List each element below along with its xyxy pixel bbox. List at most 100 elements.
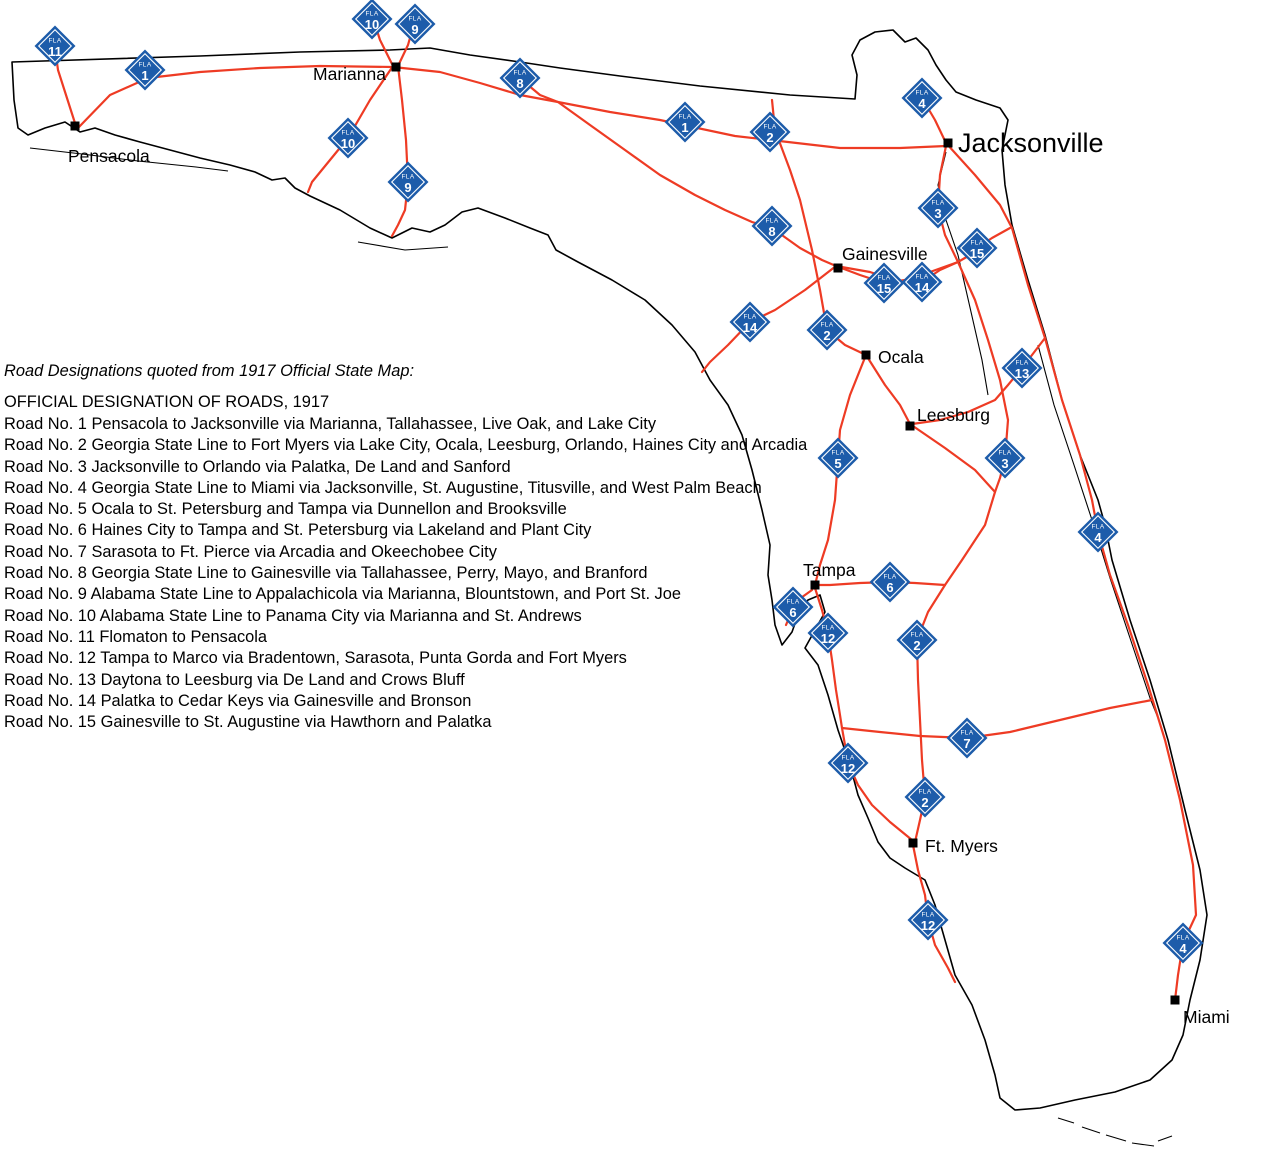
- road-designation-line: Road No. 11 Flomaton to Pensacola: [4, 627, 268, 646]
- city-label-miami: Miami: [1183, 1007, 1230, 1027]
- marker-number: 5: [834, 456, 841, 471]
- city-leesburg: Leesburg: [905, 405, 990, 431]
- marker-fla-label: FLA: [48, 38, 61, 45]
- marker-inner-border: [732, 304, 768, 340]
- marker-inner-border: [959, 230, 995, 266]
- marker-inner-border: [330, 120, 366, 156]
- city-label-ocala: Ocala: [878, 347, 924, 367]
- marker-number: 9: [404, 180, 411, 195]
- city-label-pensacola: Pensacola: [68, 146, 150, 166]
- marker-number: 8: [516, 76, 523, 91]
- marker-fla-label: FLA: [820, 322, 833, 329]
- marker-inner-border: [820, 440, 856, 476]
- road-7-line: [840, 698, 1154, 740]
- city-miami: Miami: [1170, 995, 1230, 1027]
- marker-inner-border: [949, 720, 985, 756]
- marker-fla-label: FLA: [743, 314, 756, 321]
- road-designation-line: Road No. 5 Ocala to St. Petersburg and T…: [4, 500, 567, 519]
- marker-number: 4: [918, 96, 926, 111]
- road-designation-line: Road No. 4 Georgia State Line to Miami v…: [4, 478, 762, 497]
- city-labels-group: PensacolaMariannaJacksonvilleGainesville…: [68, 62, 1230, 1027]
- marker-number: 6: [886, 580, 893, 595]
- marker-fla-label: FLA: [1091, 524, 1104, 531]
- marker-inner-border: [910, 902, 946, 938]
- road-4-line: [920, 96, 1198, 1002]
- road-8-line: [518, 60, 838, 268]
- marker-fla-label: FLA: [765, 218, 778, 225]
- road-designation-line: Road No. 12 Tampa to Marco via Bradentow…: [4, 649, 627, 668]
- road-designation-line: Road No. 6 Haines City to Tampa and St. …: [4, 521, 592, 540]
- marker-fla-label: FLA: [915, 90, 928, 97]
- marker-number: 4: [1179, 941, 1187, 956]
- marker-inner-border: [754, 208, 790, 244]
- marker-number: 14: [915, 280, 930, 295]
- marker-fla-label: FLA: [408, 16, 421, 23]
- marker-fla-label: FLA: [401, 174, 414, 181]
- marker-inner-border: [37, 28, 73, 64]
- marker-inner-border: [809, 312, 845, 348]
- marker-fla-label: FLA: [786, 599, 799, 606]
- marker-number: 10: [365, 17, 379, 32]
- road-designation-line: Road No. 1 Pensacola to Jacksonville via…: [4, 415, 657, 433]
- road-designation-line: Road No. 9 Alabama State Line to Appalac…: [4, 585, 681, 604]
- legend-heading: OFFICIAL DESIGNATION OF ROADS, 1917: [4, 393, 330, 411]
- city-label-leesburg: Leesburg: [917, 405, 990, 425]
- marker-number: 2: [921, 795, 928, 810]
- florida-outline: [11, 29, 1208, 1111]
- legend-road-list: Road No. 1 Pensacola to Jacksonville via…: [4, 414, 824, 733]
- marker-number: 8: [768, 224, 775, 239]
- city-square-pensacola: [70, 121, 80, 131]
- city-square-marianna: [391, 62, 401, 72]
- road-designation-line: Road No. 3 Jacksonville to Orlando via P…: [4, 457, 511, 476]
- city-label-gainesville: Gainesville: [842, 244, 928, 264]
- road-designation-line: Road No. 7 Sarasota to Ft. Pierce via Ar…: [4, 542, 497, 561]
- barrier-islands-west: [29, 147, 229, 172]
- road-designation-line: Road No. 13 Daytona to Leesburg via De L…: [4, 670, 465, 689]
- road-9-line: [390, 18, 417, 238]
- marker-number: 6: [789, 605, 796, 620]
- road-10-line: [306, 13, 395, 194]
- marker-inner-border: [502, 60, 538, 96]
- road-2-line: [770, 98, 997, 844]
- marker-inner-border: [907, 779, 943, 815]
- city-marianna: Marianna: [313, 62, 401, 84]
- city-square-miami: [1170, 995, 1180, 1005]
- marker-inner-border: [810, 615, 846, 651]
- city-tampa: Tampa: [803, 560, 856, 590]
- city-square-leesburg: [905, 421, 915, 431]
- marker-inner-border: [866, 265, 902, 301]
- marker-number: 9: [411, 22, 418, 37]
- marker-number: 7: [963, 736, 970, 751]
- florida-keys: [1057, 1117, 1173, 1147]
- marker-inner-border: [920, 190, 956, 226]
- marker-inner-border: [904, 80, 940, 116]
- marker-number: 2: [766, 130, 773, 145]
- marker-inner-border: [1080, 514, 1116, 550]
- marker-fla-label: FLA: [918, 789, 931, 796]
- marker-inner-border: [390, 164, 426, 200]
- road-5-line: [813, 353, 868, 587]
- marker-inner-border: [127, 52, 163, 88]
- city-label-marianna: Marianna: [313, 64, 386, 84]
- marker-number: 10: [341, 136, 355, 151]
- marker-number: 3: [1001, 456, 1008, 471]
- marker-number: 3: [934, 206, 941, 221]
- city-square-gainesville: [833, 263, 843, 273]
- marker-inner-border: [904, 264, 940, 300]
- marker-number: 1: [681, 120, 688, 135]
